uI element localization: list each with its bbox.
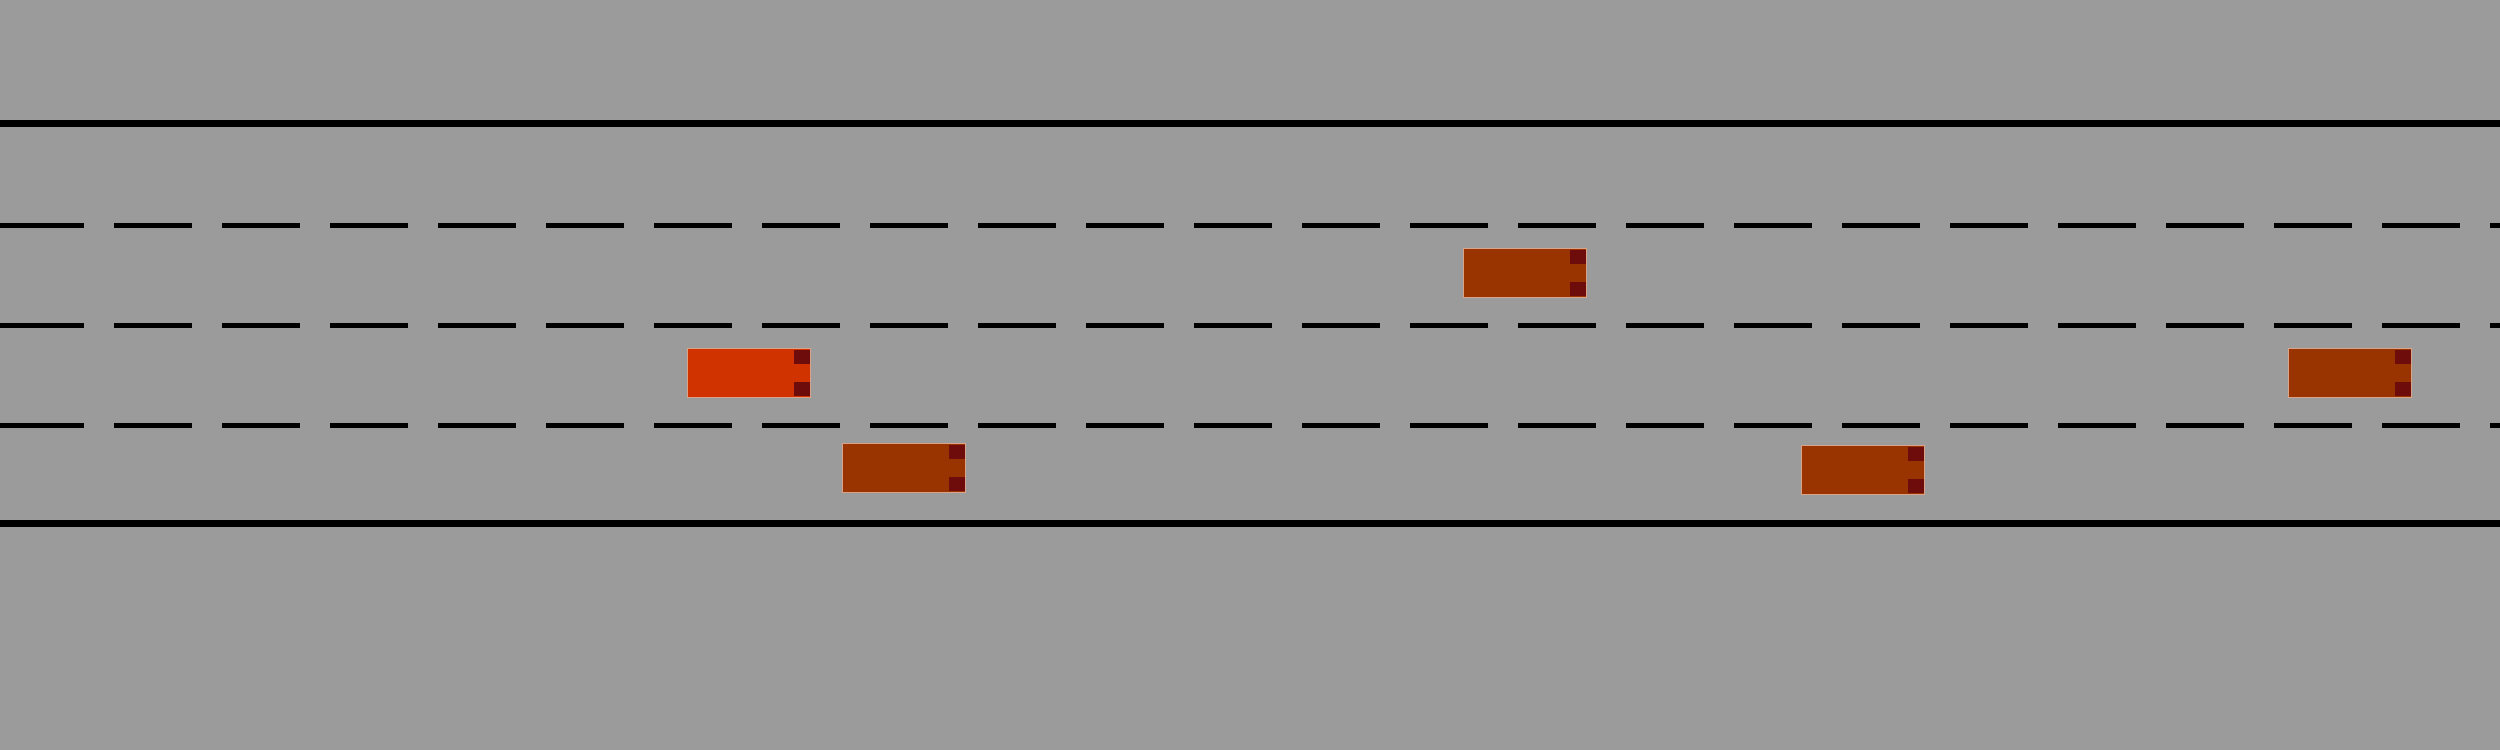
tail-light-icon	[794, 382, 810, 396]
lane-divider-1	[0, 223, 2500, 228]
vehicle-lane-3-far	[1801, 445, 1925, 495]
tail-light-icon	[1570, 250, 1586, 264]
tail-light-icon	[2395, 382, 2411, 396]
lane-divider-3	[0, 423, 2500, 428]
lane-divider-2	[0, 323, 2500, 328]
vehicle-lane-3-near	[842, 443, 966, 493]
tail-light-icon	[1908, 479, 1924, 493]
road-edge-top	[0, 120, 2500, 127]
vehicle-lane-1	[1463, 248, 1587, 298]
tail-light-icon	[949, 445, 965, 459]
road-edge-bottom	[0, 520, 2500, 527]
tail-light-icon	[1908, 447, 1924, 461]
tail-light-icon	[949, 477, 965, 491]
tail-light-icon	[2395, 350, 2411, 364]
tail-light-icon	[794, 350, 810, 364]
tail-light-icon	[1570, 282, 1586, 296]
vehicle-lane-2-ahead	[2288, 348, 2412, 398]
ego-vehicle	[687, 348, 811, 398]
